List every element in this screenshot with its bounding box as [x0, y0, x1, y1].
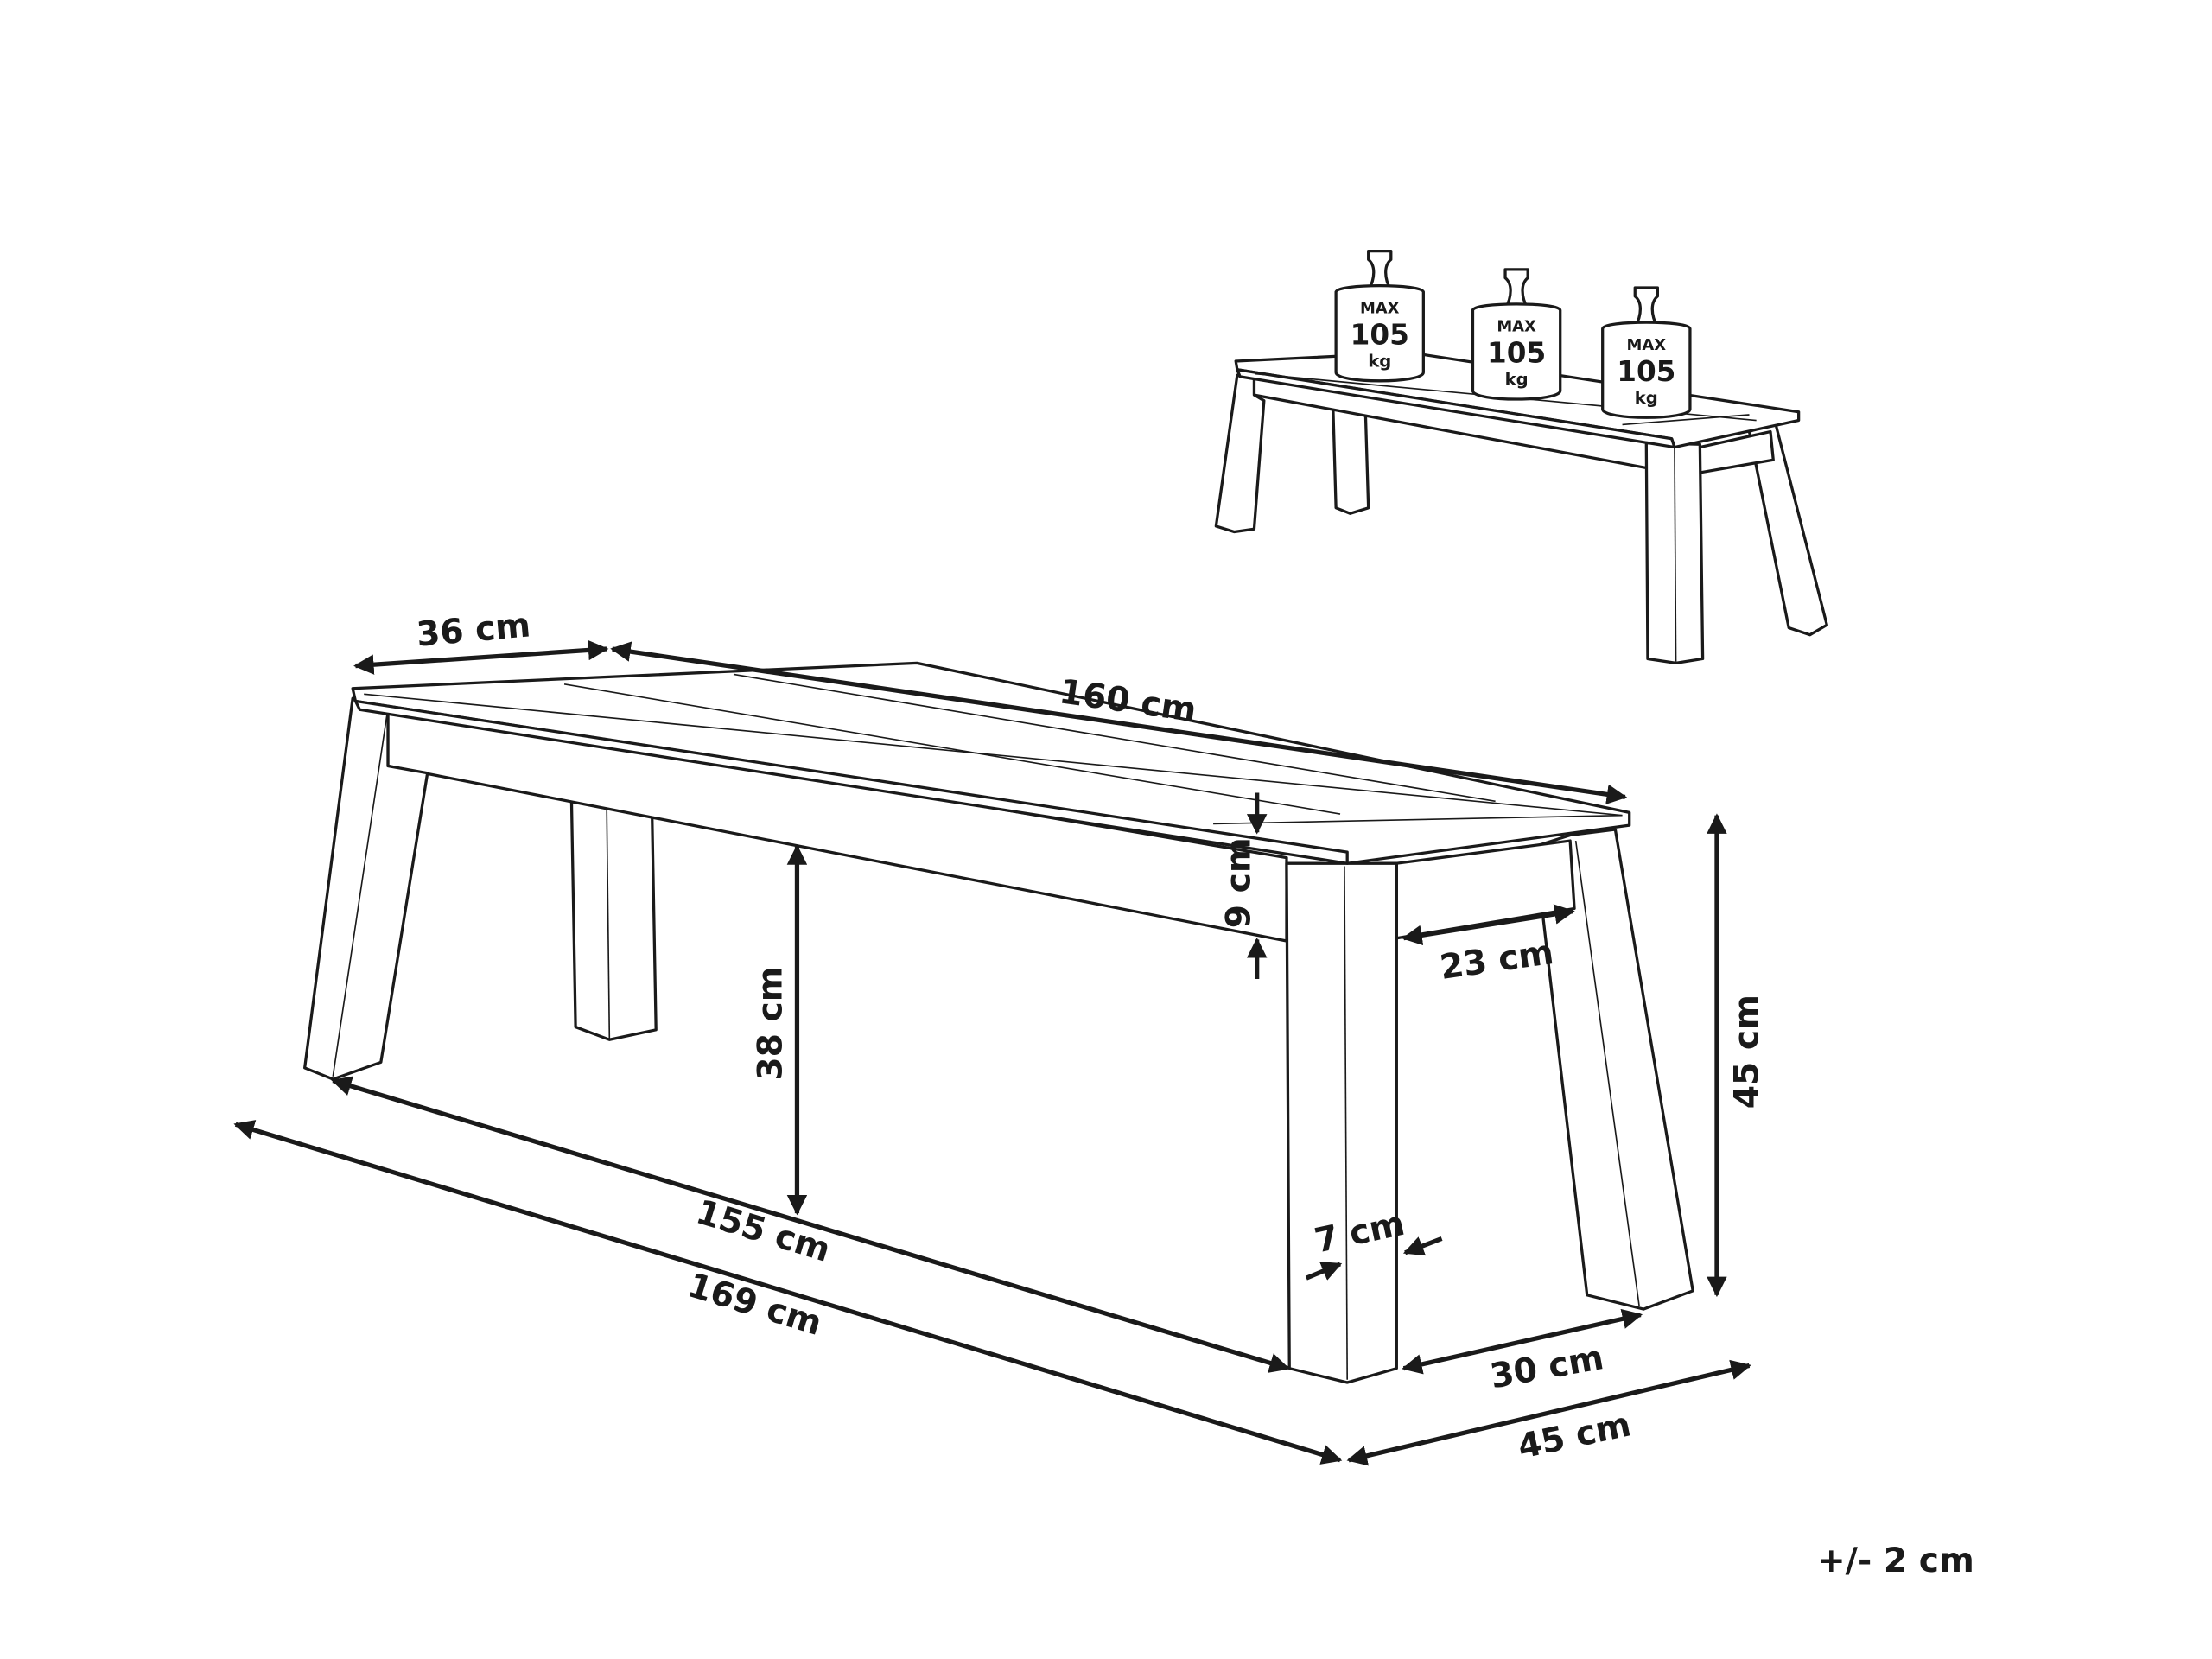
dim-leg-inset: 23 cm [1438, 933, 1556, 988]
back-left-leg [569, 788, 658, 1041]
weight-3: MAX 105 kg [1601, 286, 1692, 419]
svg-text:kg: kg [1368, 351, 1391, 371]
svg-text:MAX: MAX [1497, 318, 1536, 336]
dim-total-length: 169 cm [683, 1266, 827, 1344]
svg-text:105: 105 [1487, 337, 1546, 370]
svg-text:105: 105 [1617, 355, 1675, 388]
dim-apron-height: 9 cm [1220, 837, 1259, 928]
svg-text:MAX: MAX [1360, 299, 1400, 317]
svg-text:kg: kg [1635, 388, 1658, 408]
main-bench-drawing [303, 661, 1694, 1384]
dim-total-height: 45 cm [1727, 995, 1766, 1109]
svg-text:MAX: MAX [1627, 336, 1667, 354]
svg-text:105: 105 [1351, 318, 1409, 351]
front-left-leg [303, 696, 429, 1081]
dim-clearance-height: 38 cm [751, 966, 790, 1080]
front-right-leg [1285, 861, 1398, 1384]
weight-1: MAX 105 kg [1334, 249, 1425, 383]
dim-inner-leg-span: 155 cm [691, 1192, 835, 1270]
weight-2: MAX 105 kg [1471, 268, 1562, 401]
svg-text:kg: kg [1505, 370, 1529, 390]
tolerance-note: +/- 2 cm [1817, 1541, 1974, 1580]
dim-seat-depth: 36 cm [415, 606, 532, 654]
back-right-leg [1533, 828, 1694, 1311]
